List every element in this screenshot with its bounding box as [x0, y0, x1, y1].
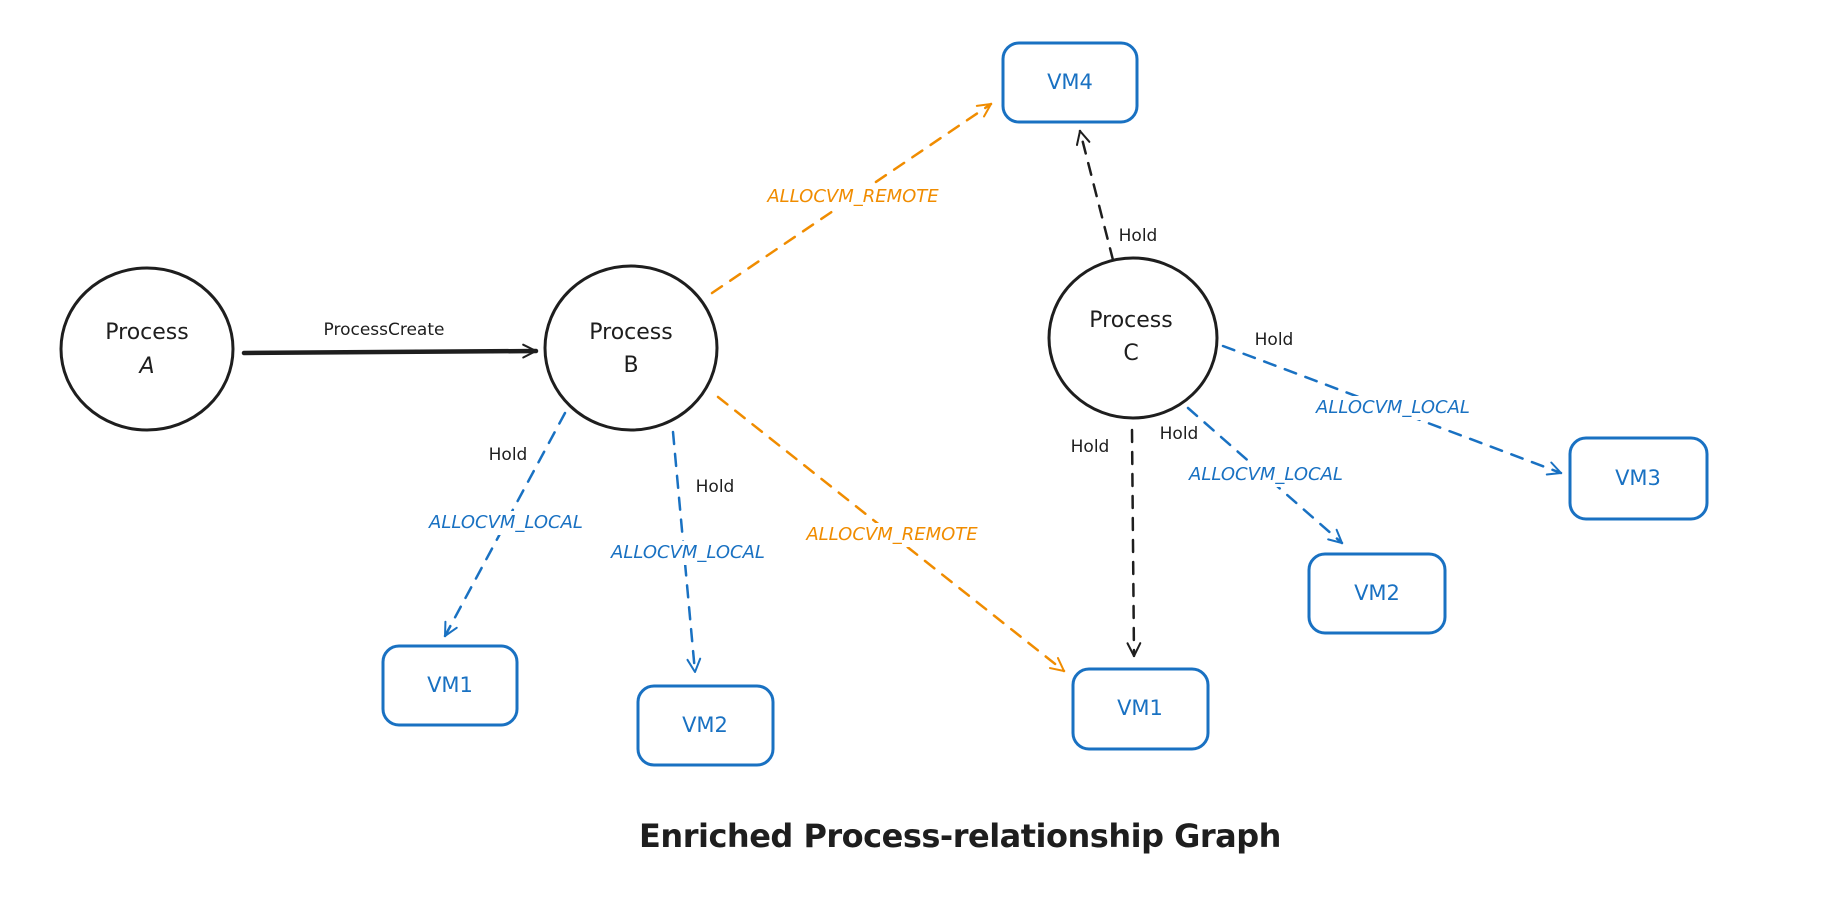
- process-c-label: Process: [1089, 308, 1172, 333]
- edge-c-vm1-hold: [1126, 428, 1142, 658]
- vm-label: VM2: [1354, 581, 1400, 605]
- label-local-c-vm3: ALLOCVM_LOCAL: [1315, 397, 1470, 418]
- vm-node-b-vm2[interactable]: VM2: [636, 684, 775, 767]
- vm-label: VM3: [1615, 466, 1661, 490]
- edge-c-vm2-local: [1186, 406, 1344, 545]
- label-hold-b-vm1: Hold: [489, 445, 528, 465]
- process-a-label: Process: [105, 320, 188, 345]
- label-hold-c-vm4: Hold: [1119, 226, 1158, 246]
- vm-label: VM1: [427, 673, 473, 697]
- label-remote-b-vm4: ALLOCVM_REMOTE: [766, 186, 939, 207]
- process-a-id: A: [137, 354, 154, 379]
- label-remote-b-cvm1: ALLOCVM_REMOTE: [805, 524, 978, 545]
- process-b-id: B: [623, 353, 638, 378]
- label-local-b-vm2: ALLOCVM_LOCAL: [610, 542, 765, 563]
- vm-node-vm4[interactable]: VM4: [1001, 41, 1139, 124]
- process-b-label: Process: [589, 320, 672, 345]
- process-node-b[interactable]: Process B: [543, 264, 719, 432]
- vm-label: VM1: [1117, 696, 1163, 720]
- edge-c-vm4-hold: [1075, 129, 1115, 262]
- process-node-a[interactable]: Process A: [59, 266, 235, 432]
- label-local-b-vm1: ALLOCVM_LOCAL: [428, 512, 583, 533]
- label-hold-c-vm2: Hold: [1160, 424, 1199, 444]
- label-hold-b-vm2: Hold: [696, 477, 735, 497]
- vm-node-c-vm1[interactable]: VM1: [1071, 667, 1210, 751]
- label-process-create: ProcessCreate: [324, 320, 445, 340]
- vm-node-b-vm1[interactable]: VM1: [381, 644, 519, 727]
- vm-label: VM2: [682, 713, 728, 737]
- diagram-title: Enriched Process-relationship Graph: [639, 817, 1281, 855]
- edge-b-vm1-local: [443, 411, 567, 638]
- edge-process-create: [241, 343, 539, 359]
- edge-b-vm4-remote: [710, 102, 993, 295]
- vm-node-c-vm3[interactable]: VM3: [1568, 436, 1709, 521]
- process-c-id: C: [1123, 341, 1138, 366]
- vm-node-c-vm2[interactable]: VM2: [1307, 552, 1447, 635]
- label-hold-c-vm3: Hold: [1255, 330, 1294, 350]
- process-node-c[interactable]: Process C: [1047, 256, 1219, 420]
- label-local-c-vm2: ALLOCVM_LOCAL: [1188, 464, 1343, 485]
- vm-label: VM4: [1047, 70, 1093, 94]
- label-hold-c-vm1: Hold: [1071, 437, 1110, 457]
